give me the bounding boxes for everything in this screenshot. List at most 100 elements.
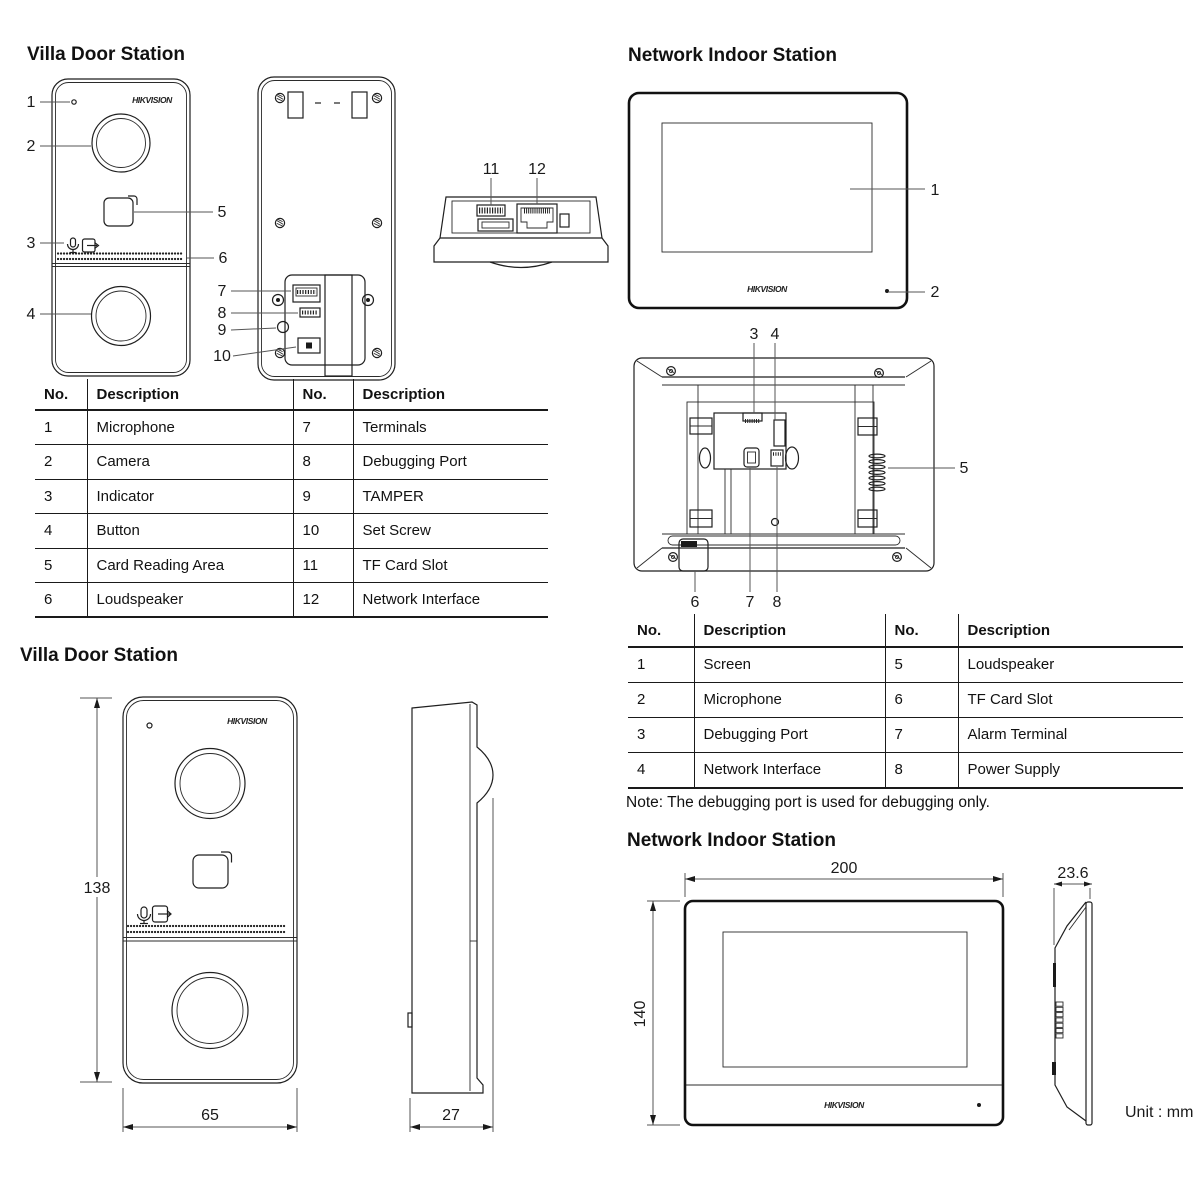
terminal-row — [1055, 1001, 1064, 1039]
table-row: 3 Debugging Port 7 Alarm Terminal — [628, 717, 1183, 754]
terminal-connector — [292, 284, 321, 303]
mounting-hole — [698, 447, 712, 469]
cell-no: 1 — [628, 647, 694, 683]
screw-icon — [371, 92, 383, 104]
cell-desc: Loudspeaker — [957, 647, 1183, 683]
alarm-terminal — [743, 447, 760, 468]
cell-no: 8 — [884, 752, 958, 789]
microphone-icon — [66, 237, 80, 254]
debugging-port — [299, 307, 321, 318]
callout-2: 2 — [888, 284, 940, 301]
cell-desc: TF Card Slot — [352, 548, 548, 583]
cell-no: 8 — [292, 444, 353, 480]
loudspeaker-slots — [868, 453, 886, 492]
cell-desc: Debugging Port — [693, 717, 885, 754]
callout-11: 11 — [483, 161, 500, 205]
card-exit-icon — [81, 238, 100, 253]
callout-4: 4 — [771, 326, 780, 420]
tf-card-cover — [678, 538, 709, 572]
width-dim-label: 200 — [831, 860, 858, 877]
height-dimension: 140 — [632, 900, 680, 1126]
cell-desc: TAMPER — [352, 479, 548, 514]
callout-10: 10 — [213, 346, 297, 365]
callout-8: 8 — [218, 305, 298, 322]
table-row: 2 Camera 8 Debugging Port — [35, 444, 548, 480]
villa-dims-section-title: Villa Door Station — [20, 645, 179, 666]
power-supply-terminal — [770, 449, 784, 467]
cell-no: 4 — [628, 752, 694, 789]
villa-back-view — [257, 76, 396, 381]
cell-no: 3 — [628, 717, 694, 754]
table-row: 5 Card Reading Area 11 TF Card Slot — [35, 548, 548, 583]
callout-7-label: 7 — [218, 283, 227, 300]
card-reading-area — [192, 851, 233, 889]
callout-1-label: 1 — [931, 182, 940, 199]
villa-dim-front-view: HIKVISION — [122, 696, 298, 1084]
callout-12-label: 12 — [528, 161, 546, 178]
screen-area — [722, 931, 968, 1068]
depth-dimension: 27 — [409, 798, 494, 1132]
cell-no: 2 — [628, 682, 694, 718]
indoor-dims-section-title: Network Indoor Station — [627, 830, 836, 851]
callout-10-label: 10 — [213, 348, 231, 365]
callout-1: 1 — [27, 94, 70, 111]
villa-dim-side-view — [407, 701, 494, 1094]
loudspeaker-grille — [126, 924, 289, 934]
callout-3-label: 3 — [27, 235, 36, 252]
callout-6: 6 — [187, 250, 228, 267]
card-reader-housing — [477, 218, 514, 232]
screw-icon — [274, 217, 286, 229]
panel-ear — [271, 293, 375, 307]
villa-door-station-diagram: HIKVISION — [27, 76, 609, 381]
cell-no: 5 — [35, 548, 87, 583]
table-row: 6 Loudspeaker 12 Network Interface — [35, 582, 548, 618]
villa-description-table: No. Description No. Description 1 Microp… — [35, 379, 548, 618]
callout-5: 5 — [134, 204, 227, 221]
callout-3: 3 — [27, 235, 64, 252]
network-interface-port — [516, 203, 558, 234]
col-header-no: No. — [35, 379, 87, 411]
cell-desc: Alarm Terminal — [957, 717, 1183, 754]
cell-no: 4 — [35, 513, 87, 549]
screw-icon — [665, 366, 677, 376]
callout-7: 7 — [746, 468, 755, 611]
debugging-note: Note: The debugging port is used for deb… — [626, 794, 990, 811]
col-header-no: No. — [292, 379, 353, 411]
villa-front-view: HIKVISION — [51, 78, 191, 377]
hikvision-logo: HIKVISION — [747, 284, 788, 294]
microphone-hole — [977, 1103, 981, 1107]
cell-desc: Power Supply — [957, 752, 1183, 789]
callout-9: 9 — [218, 322, 277, 339]
callout-5-label: 5 — [960, 460, 969, 477]
screw-icon — [371, 347, 383, 359]
cell-no: 9 — [292, 479, 353, 514]
cell-desc: Loudspeaker — [86, 582, 293, 618]
callout-4-label: 4 — [27, 306, 36, 323]
screw-icon — [873, 368, 885, 378]
callout-7: 7 — [218, 283, 291, 300]
mounting-slot — [351, 91, 368, 119]
mounting-plate — [686, 401, 875, 535]
table-row: 1 Microphone 7 Terminals — [35, 410, 548, 445]
cell-desc: Card Reading Area — [86, 548, 293, 583]
cell-no: 6 — [35, 582, 87, 618]
col-header-description: Description — [957, 614, 1183, 648]
indoor-dimensions-drawing: HIKVISION 200 140 — [632, 860, 1193, 1127]
microphone-hole — [146, 722, 153, 729]
cell-no: 7 — [292, 410, 353, 445]
height-dim-label: 140 — [632, 1001, 649, 1028]
cell-desc: Screen — [693, 647, 885, 683]
loudspeaker-grille — [56, 252, 186, 261]
table-row: 4 Button 10 Set Screw — [35, 513, 548, 549]
callout-8-label: 8 — [773, 594, 782, 611]
callout-4-label: 4 — [771, 326, 780, 343]
tamper-button — [276, 320, 290, 334]
bracket-tab — [689, 417, 878, 528]
cell-no: 1 — [35, 410, 87, 445]
callout-9-label: 9 — [218, 322, 227, 339]
callout-11-label: 11 — [483, 161, 500, 178]
callout-6-label: 6 — [219, 250, 228, 267]
cell-desc: Camera — [86, 444, 293, 480]
callout-2: 2 — [27, 138, 91, 155]
